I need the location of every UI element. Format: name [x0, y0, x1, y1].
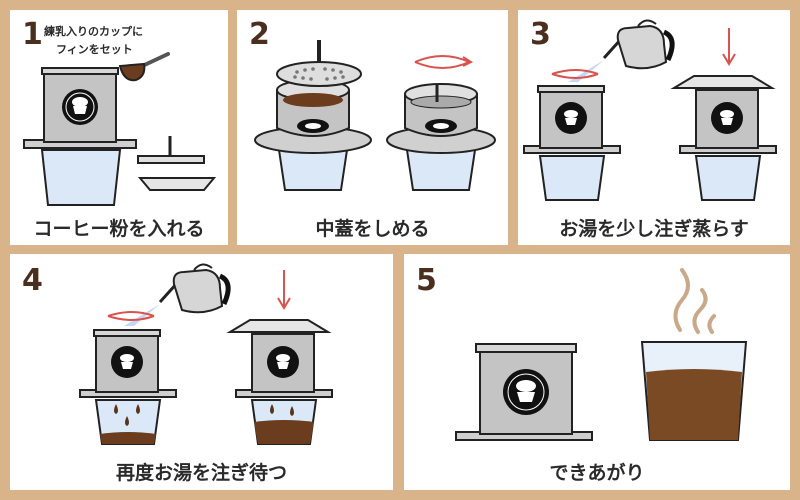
step-3-panel: 3 [518, 10, 790, 245]
steam-icon [673, 268, 716, 334]
step-3-illustration [523, 19, 777, 201]
top-lid [226, 319, 332, 333]
coffee-scoop-icon [118, 52, 170, 82]
step-5-number: 5 [416, 263, 437, 298]
brand-logo-icon [297, 119, 329, 133]
step-1-note-line2: フィンをセット [56, 43, 133, 56]
coffee-level [100, 432, 156, 444]
brand-logo-icon [62, 89, 98, 125]
step-2-panel: 2 [237, 10, 508, 245]
rotate-arrow-icon [107, 311, 155, 321]
water-stream [124, 304, 160, 326]
step-1-caption: コーヒー粉を入れる [33, 218, 205, 240]
step-4-panel: 4 [10, 254, 393, 490]
step-2-number: 2 [249, 17, 270, 52]
top-lid [137, 177, 217, 191]
step-1-note-line1: 練乳入りのカップに [44, 25, 143, 38]
coffee-level [254, 420, 314, 444]
step-5-caption: できあがり [549, 462, 645, 484]
rotate-arrow-icon [551, 69, 599, 79]
step-1-panel: 1 練乳入りのカップに フィンをセット コーヒ [10, 10, 228, 245]
glass-cup [538, 155, 606, 201]
glass-cup [277, 149, 349, 191]
step-3-number: 3 [530, 17, 551, 52]
finished-coffee [646, 369, 742, 440]
step-4-number: 4 [22, 263, 43, 298]
brand-logo-icon [267, 346, 299, 378]
rotate-arrow-icon [414, 55, 474, 69]
step-5-panel: 5 できあがり [404, 254, 790, 490]
brand-logo-icon [711, 102, 743, 134]
coffee-drops [270, 404, 294, 416]
coffee-grounds [283, 93, 343, 107]
brand-logo-icon [425, 119, 457, 133]
step-4-illustration [79, 263, 333, 445]
brand-logo-icon [111, 346, 143, 378]
down-arrow-icon [722, 28, 736, 66]
step-2-caption: 中蓋をしめる [315, 218, 430, 240]
top-lid [670, 75, 776, 89]
step-3-caption: お湯を少し注ぎ蒸らす [559, 218, 749, 240]
glass-cup [694, 155, 762, 201]
press-lid [276, 40, 362, 87]
step-4-caption: 再度お湯を注ぎ待つ [115, 462, 287, 484]
glass-cup [40, 149, 122, 206]
brand-logo-icon [503, 369, 549, 415]
kettle-icon [158, 263, 231, 314]
chamber-rim [41, 67, 119, 75]
step-1-illustration [23, 52, 217, 206]
step-5-illustration [455, 268, 748, 441]
press-lid [137, 136, 205, 164]
step-2-illustration [254, 40, 496, 191]
kettle-icon [602, 19, 675, 70]
coffee-drops [114, 404, 140, 426]
step-1-number: 1 [22, 17, 43, 52]
down-arrow-icon [277, 270, 291, 310]
glass-cup [405, 149, 477, 191]
brand-logo-icon [555, 102, 587, 134]
